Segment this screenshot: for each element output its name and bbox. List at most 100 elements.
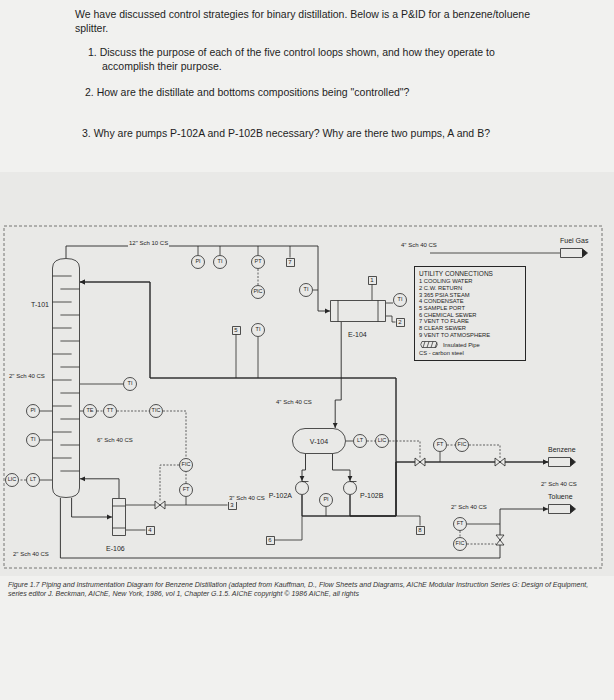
utility-tag: 2	[396, 318, 405, 327]
instrument-tag: LT	[357, 438, 363, 444]
text-holder: TI	[123, 377, 137, 391]
text-holder: PIC	[251, 285, 265, 299]
tag-holder: E-104	[348, 324, 367, 340]
label-holder: 2" Sch 40 CS	[12, 542, 50, 560]
drum-shape	[293, 429, 346, 454]
hx-shape	[331, 301, 386, 322]
pipe-connector	[302, 460, 548, 516]
text-holder: TI	[393, 293, 407, 307]
signal-line	[367, 441, 375, 442]
instrument-bubble: LIC	[5, 473, 19, 487]
instrument-bubble: PI	[26, 404, 40, 418]
label-holder: 4" Sch 40 CS	[400, 233, 438, 251]
signal-line	[460, 531, 461, 537]
text-holder: PI	[191, 255, 205, 269]
flag-shape	[561, 249, 588, 258]
instrument-tag: FIC	[456, 541, 465, 547]
label-holder: 2" Sch 40 CS	[540, 472, 578, 490]
flag-outline	[548, 504, 576, 514]
pipe-line	[333, 454, 351, 481]
pump-shape	[296, 482, 309, 495]
instrument-bubble: FIC	[179, 458, 193, 472]
control-valve-symbol	[155, 458, 505, 545]
pipe-line	[335, 322, 341, 428]
equipment-tag: E-106	[106, 545, 125, 552]
tag-holder: P-102A	[269, 485, 292, 501]
instrument-tag: FT	[183, 487, 190, 493]
table-row: 9 VENT TO ATMOSPHERE	[419, 332, 521, 339]
label-holder: 1. Discuss the purpose of each of the fi…	[88, 46, 538, 73]
arrow-head	[348, 476, 353, 481]
tag-holder: P-102B	[360, 485, 383, 501]
table-row: CS - carbon steel	[419, 350, 521, 357]
instrument-tag: FIC	[458, 442, 467, 448]
pipe-connector	[333, 454, 353, 481]
instrument-bubble: TI	[299, 283, 313, 297]
offpage-connector: Benzene	[548, 457, 576, 467]
signal-connector	[258, 269, 259, 285]
text-holder: 8	[416, 526, 425, 535]
arrow-head	[80, 476, 85, 481]
text-holder: FIC	[179, 458, 193, 472]
pipe-connector	[80, 476, 119, 498]
pipe-spec: 6" Sch 40 CS	[96, 437, 134, 444]
flag-shape	[549, 458, 576, 467]
flag-shape	[549, 505, 576, 514]
text-holder: FIC	[455, 438, 469, 452]
instrument-tag: FT	[437, 442, 444, 448]
instrument-tag: TI	[128, 381, 133, 387]
connector-tip	[570, 505, 576, 514]
pipe-connector	[333, 322, 341, 428]
instrument-tag: TI	[304, 287, 309, 293]
pipe-spec: 4" Sch 40 CS	[400, 242, 438, 249]
label-holder: 2" Sch 40 CS	[450, 495, 488, 513]
connector-tip	[582, 249, 588, 258]
circle-shape	[27, 405, 40, 418]
signal-line	[186, 472, 187, 483]
instrument-tag: PI	[195, 259, 200, 265]
connector-tip	[570, 458, 576, 467]
hxv-shape	[113, 499, 126, 536]
instrument-bubble: TI	[123, 377, 137, 391]
equipment-tag: Fuel Gas	[560, 237, 588, 244]
circle-shape	[27, 434, 40, 447]
label-holder: 4" Sch 40 CS	[275, 390, 313, 408]
sq-shape	[228, 501, 236, 509]
text-holder: TI	[251, 323, 265, 337]
tag-holder: Toluene	[548, 486, 573, 502]
hxv-outline	[112, 498, 126, 536]
table-row: 2 C.W. RETURN	[419, 285, 521, 292]
col-shape	[53, 259, 80, 498]
signal-line	[163, 411, 186, 458]
question-text: 2. How are the distillate and bottoms co…	[85, 86, 545, 100]
circle-shape	[252, 286, 265, 299]
arrow-head	[543, 460, 548, 465]
table-row: 1 COOLING WATER	[419, 278, 521, 285]
signal-line	[258, 269, 259, 285]
arrow-head	[325, 309, 330, 314]
circle-shape	[434, 439, 447, 452]
tag-holder: T-101	[31, 294, 49, 310]
offpage-connector: Fuel Gas	[560, 248, 588, 258]
equipment-tag: V-104	[310, 438, 328, 445]
pipe-line	[80, 282, 396, 516]
equipment-tag: P-102B	[360, 492, 383, 499]
tag-holder: Fuel Gas	[560, 230, 588, 246]
circle-shape	[454, 538, 467, 551]
instrument-tag: TI	[398, 297, 403, 303]
instrument-bubble: LT	[26, 473, 40, 487]
utility-tag: 7	[286, 258, 295, 267]
text-holder: FT	[433, 438, 447, 452]
label-holder: 3. Why are pumps P-102A and P-102B neces…	[82, 127, 562, 141]
question-text: 1. Discuss the purpose of each of the fi…	[88, 46, 538, 73]
table-row: 3 365 PSIA STEAM	[419, 292, 521, 299]
pipe-line	[80, 479, 119, 498]
text-holder: 5	[232, 326, 241, 335]
insulated-pipe-symbol	[419, 341, 439, 348]
utility-tag: 1	[368, 276, 377, 285]
instrument-tag: TE	[86, 408, 93, 414]
instrument-tag: PI	[323, 497, 328, 503]
sq-shape	[416, 526, 424, 534]
equipment-tag: P-102A	[269, 492, 292, 499]
